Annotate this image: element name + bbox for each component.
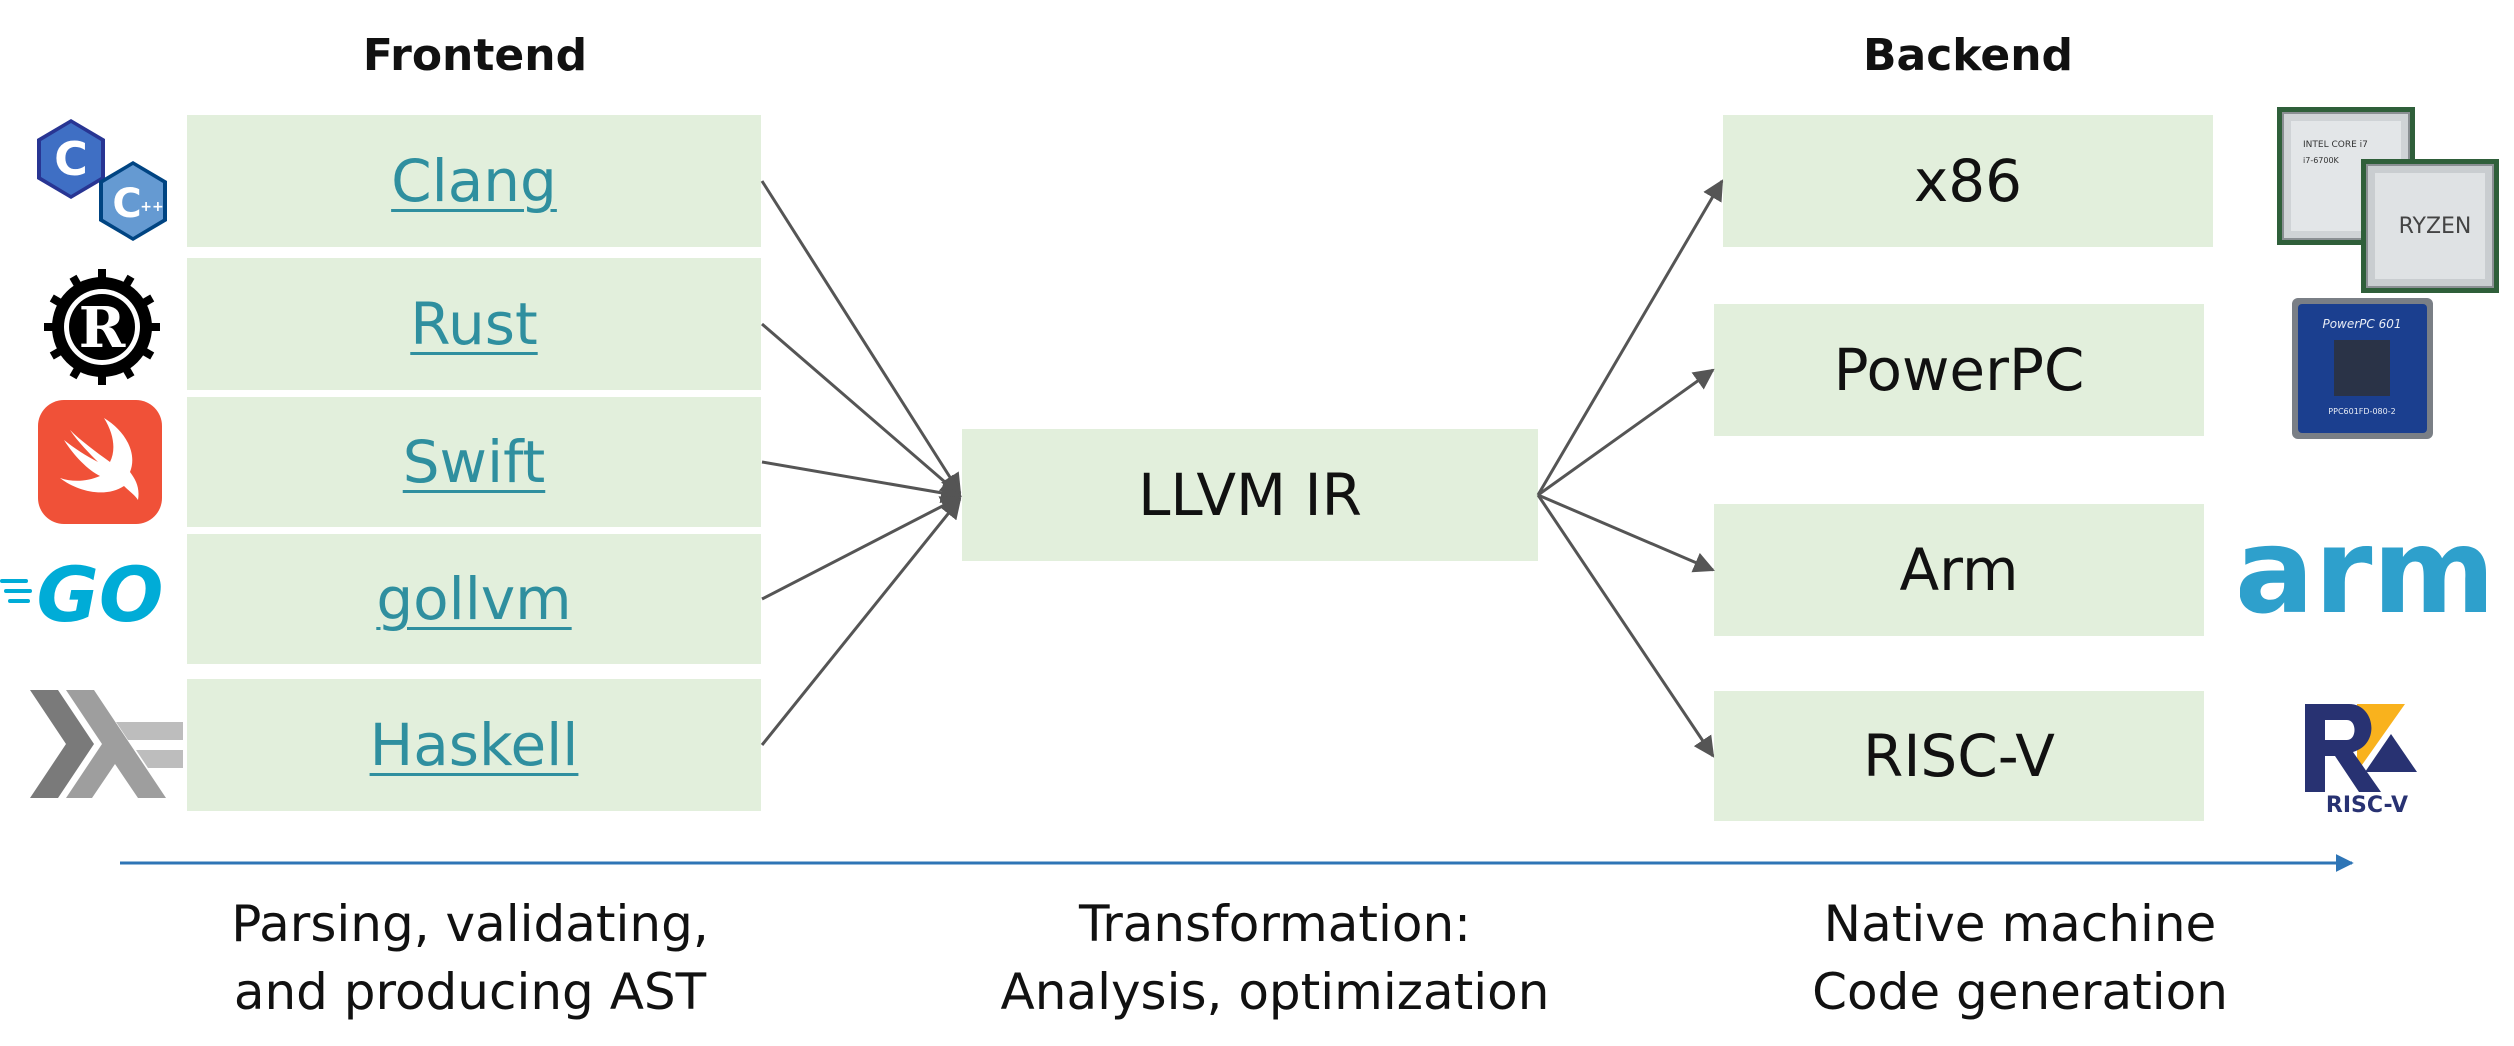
svg-text:R: R — [79, 295, 126, 361]
backend-box-x86: x86 — [1723, 115, 2213, 247]
arm-label: Arm — [1899, 536, 2019, 604]
backend-box-riscv: RISC-V — [1714, 691, 2204, 821]
llvm-ir-box: LLVM IR — [962, 429, 1538, 561]
arrow-clang-to-ir — [760, 180, 962, 495]
frontend-heading: Frontend — [362, 30, 588, 81]
arrow-ir-to-arm — [1537, 493, 1715, 573]
riscv-logo-icon: RISC-V — [2305, 704, 2417, 815]
backend-caption: Native machine Code generation — [1740, 890, 2300, 1026]
svg-text:INTEL CORE i7: INTEL CORE i7 — [2303, 140, 2368, 150]
arm-logo-icon: arm — [2240, 520, 2490, 630]
go-logo-icon: GO — [0, 555, 164, 635]
backend-heading: Backend — [1862, 30, 2074, 81]
arrow-swift-to-ir — [761, 460, 963, 504]
swift-logo-icon — [38, 400, 162, 524]
arrow-ir-to-x86 — [1536, 179, 1724, 496]
middle-caption-line-2: Analysis, optimization — [1000, 963, 1550, 1021]
clang-link[interactable]: Clang — [391, 147, 557, 215]
svg-text:arm: arm — [2240, 520, 2490, 630]
svg-text:PowerPC 601: PowerPC 601 — [2322, 317, 2401, 331]
frontend-box-rust: Rust — [187, 258, 761, 390]
rust-link[interactable]: Rust — [410, 290, 538, 358]
frontend-box-clang: Clang — [187, 115, 761, 247]
middle-caption: Transformation: Analysis, optimization — [955, 890, 1595, 1026]
svg-text:C: C — [54, 132, 88, 186]
svg-text:++: ++ — [140, 199, 163, 215]
swift-link[interactable]: Swift — [402, 428, 546, 496]
arrow-rust-to-ir — [761, 322, 962, 497]
c-cpp-logo-icon: C C ++ — [37, 119, 167, 241]
haskell-logo-icon — [30, 690, 183, 798]
backend-caption-line-2: Code generation — [1812, 963, 2228, 1021]
svg-text:RYZEN: RYZEN — [2399, 214, 2472, 239]
backend-caption-line-1: Native machine — [1823, 895, 2217, 953]
svg-text:i7-6700K: i7-6700K — [2303, 156, 2340, 165]
arrow-ir-to-riscv — [1536, 494, 1715, 758]
svg-text:GO: GO — [37, 555, 164, 635]
arrow-ir-to-powerpc — [1537, 368, 1715, 497]
arrow-haskell-to-ir — [760, 497, 962, 746]
riscv-label: RISC-V — [1863, 722, 2055, 790]
backend-box-powerpc: PowerPC — [1714, 304, 2204, 436]
frontend-box-swift: Swift — [187, 397, 761, 527]
middle-caption-line-1: Transformation: — [1079, 895, 1471, 953]
rust-logo-icon: R — [44, 269, 160, 385]
powerpc-label: PowerPC — [1833, 336, 2085, 404]
x86-label: x86 — [1913, 147, 2023, 215]
svg-text:RISC-V: RISC-V — [2326, 793, 2408, 815]
x86-cpu-chips-icon: INTEL CORE i7 i7-6700K RYZEN — [2277, 107, 2499, 293]
frontend-caption-line-2: and producing AST — [233, 963, 707, 1021]
haskell-link[interactable]: Haskell — [369, 711, 579, 779]
frontend-caption-line-1: Parsing, validating, — [231, 895, 709, 953]
backend-box-arm: Arm — [1714, 504, 2204, 636]
arrow-gollvm-to-ir — [761, 495, 962, 601]
gollvm-link[interactable]: gollvm — [376, 565, 572, 633]
frontend-box-gollvm: gollvm — [187, 534, 761, 664]
powerpc-chip-icon: PowerPC 601 PPC601FD-080-2 — [2292, 298, 2433, 439]
svg-text:C: C — [112, 181, 141, 227]
frontend-box-haskell: Haskell — [187, 679, 761, 811]
frontend-caption: Parsing, validating, and producing AST — [170, 890, 770, 1026]
llvm-ir-label: LLVM IR — [1138, 461, 1362, 529]
svg-text:PPC601FD-080-2: PPC601FD-080-2 — [2328, 407, 2395, 416]
